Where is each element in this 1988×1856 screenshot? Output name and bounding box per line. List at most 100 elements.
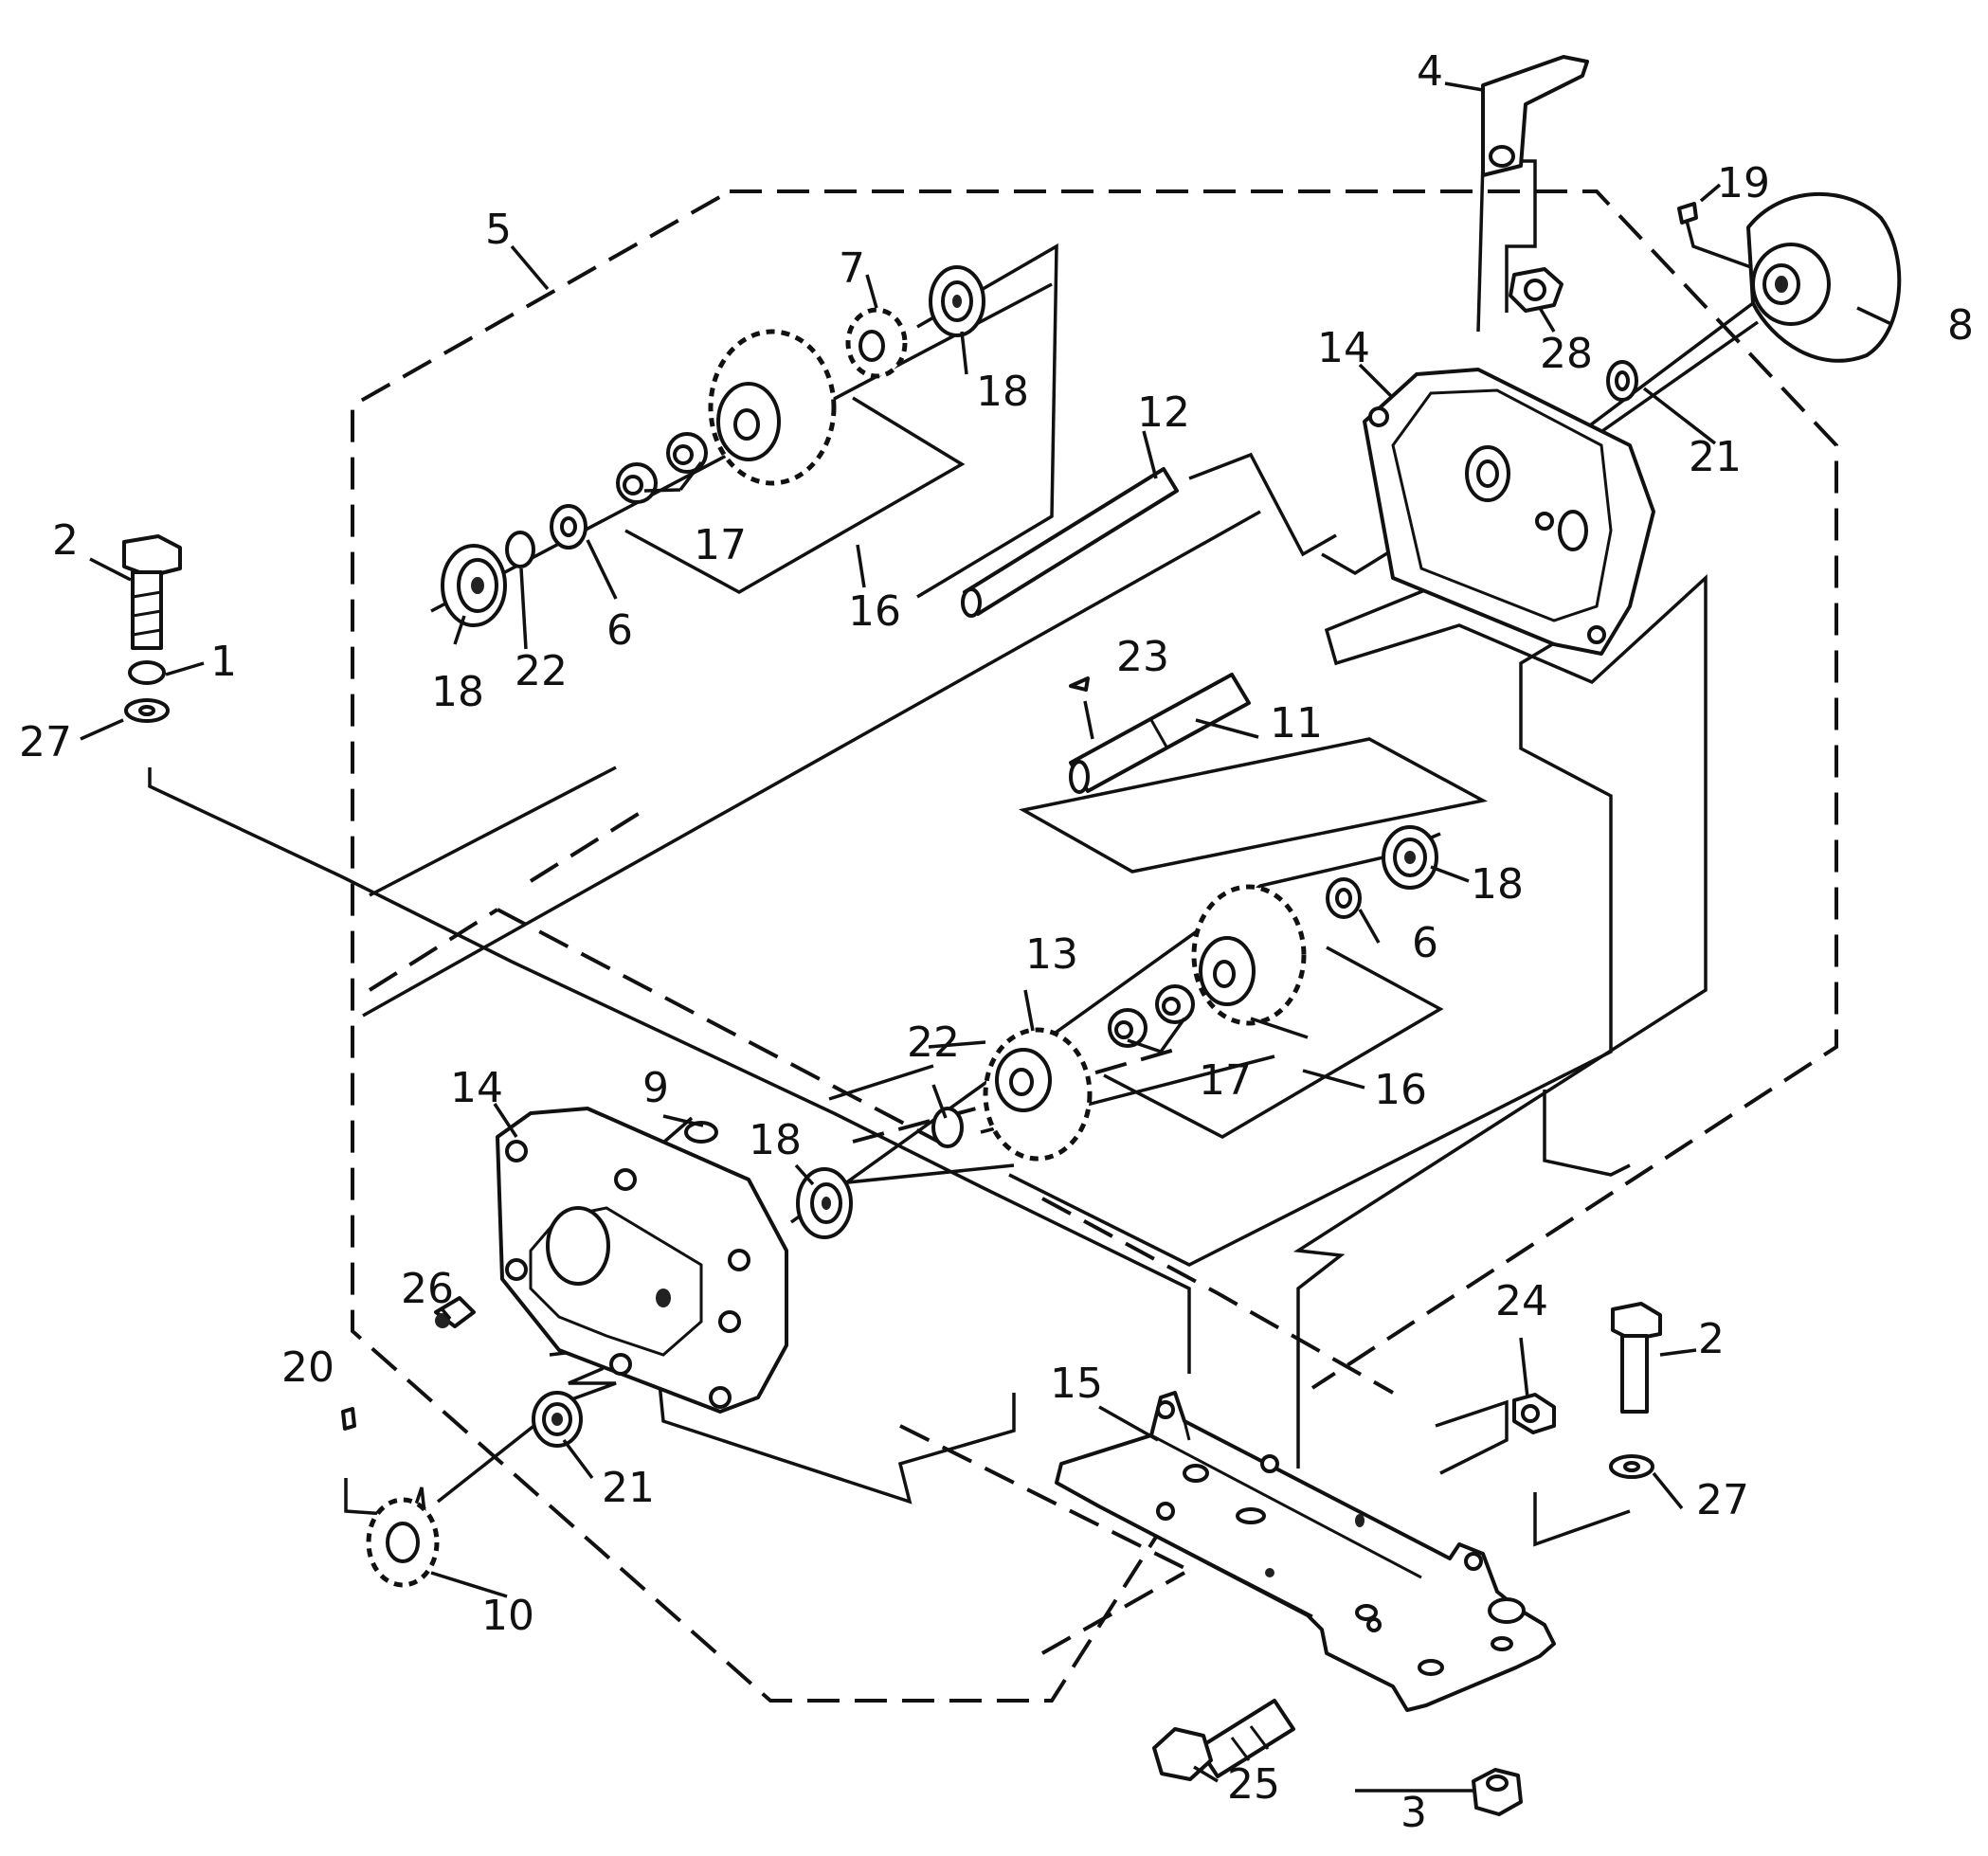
bearing-upper-left (441, 544, 507, 627)
needle-bearing-upper-b (666, 432, 708, 474)
part-number-labels: 1 2 27 4 5 6 6 7 8 9 10 11 12 13 14 14 1… (19, 47, 1974, 1837)
label-24: 24 (1495, 1277, 1548, 1325)
gear-housing-lower (496, 1107, 788, 1414)
key (1069, 676, 1090, 692)
label-26: 26 (401, 1265, 454, 1313)
label-17-lower: 17 (1199, 1056, 1252, 1105)
assembly-boundary-dashed (351, 189, 1838, 1703)
shaft-upper (961, 467, 1179, 618)
key-small (341, 1407, 356, 1431)
hex-nut-base (1472, 1768, 1523, 1816)
label-6-upper: 6 (606, 606, 633, 655)
needle-bearing-lower-b (1108, 1008, 1148, 1048)
label-17-upper: 17 (694, 521, 747, 569)
leader-line (1292, 548, 1708, 1469)
label-3: 3 (1401, 1789, 1427, 1837)
cluster-gear-upper (708, 329, 837, 486)
label-22-upper: 22 (515, 647, 568, 695)
leader-line (1683, 212, 1773, 277)
dashed-alignment-line (497, 908, 1394, 1395)
pinion-gear (845, 307, 908, 379)
leader-line (1008, 633, 1613, 1267)
label-2-right: 2 (1698, 1315, 1725, 1363)
label-25: 25 (1227, 1760, 1280, 1809)
leader-line (828, 1040, 1015, 1186)
label-13: 13 (1025, 930, 1078, 979)
flat-washer-left-hole (138, 705, 155, 716)
leader-line (1435, 1399, 1509, 1475)
leader-line (657, 1373, 1016, 1505)
mounting-base-plate (1055, 1391, 1556, 1712)
label-19: 19 (1717, 159, 1770, 207)
sprocket (366, 1497, 440, 1588)
washer-lower-left (532, 1391, 583, 1448)
label-18-lower-right: 18 (1471, 860, 1524, 909)
label-10: 10 (481, 1592, 534, 1640)
needle-bearing-upper-a (616, 462, 658, 504)
label-8: 8 (1947, 301, 1974, 350)
label-18-lower-left: 18 (749, 1116, 802, 1164)
label-1: 1 (210, 638, 237, 686)
needle-bearing-lower-a (1155, 984, 1195, 1024)
label-21-upper: 21 (1689, 433, 1742, 481)
label-27-left: 27 (19, 718, 72, 766)
label-28: 28 (1540, 330, 1593, 378)
snap-ring-upper (505, 531, 535, 568)
washer-upper-right (1606, 360, 1638, 402)
dashed-alignment-line (368, 808, 646, 992)
thrust-washer-lower (1326, 877, 1362, 919)
bolt-right (1611, 1302, 1662, 1414)
shaft-axis-line (1562, 287, 1774, 447)
label-14-lower: 14 (450, 1064, 503, 1112)
label-16-lower: 16 (1374, 1066, 1427, 1114)
lock-washer (128, 660, 166, 685)
label-12: 12 (1137, 388, 1190, 437)
callout-pointers (80, 81, 1892, 1793)
label-16-upper: 16 (848, 587, 901, 636)
cluster-gear-lower (1191, 884, 1307, 1026)
flange-nut-lower (1512, 1393, 1556, 1434)
label-9: 9 (642, 1064, 669, 1112)
grease-fitting (434, 1296, 476, 1328)
bearing-lower-right (1382, 825, 1438, 890)
thrust-washer-upper (550, 504, 587, 550)
bracket-line-16-lower (1103, 946, 1444, 1139)
leader-line (916, 243, 1058, 599)
leader-line (362, 510, 1261, 1018)
label-22-lower: 22 (907, 1018, 960, 1067)
label-6-lower: 6 (1412, 919, 1438, 967)
flat-washer-right (1609, 1454, 1654, 1479)
flange-nut-upper (1509, 267, 1563, 313)
label-4: 4 (1417, 47, 1443, 96)
leader-line (1476, 159, 1537, 333)
roll-pin (1677, 202, 1698, 225)
label-2-left: 2 (52, 516, 79, 565)
leader-line (148, 767, 1191, 1374)
bolt-left (122, 534, 182, 650)
gear-housing-upper (1363, 368, 1655, 656)
label-15: 15 (1050, 1360, 1103, 1408)
drive-gear (983, 1027, 1093, 1162)
key-leader (1083, 700, 1094, 740)
label-23: 23 (1116, 633, 1169, 681)
label-5: 5 (485, 206, 512, 254)
label-18-upper-right: 18 (976, 368, 1029, 416)
label-18-upper-left: 18 (431, 668, 484, 716)
label-21-lower: 21 (602, 1464, 655, 1512)
label-14-upper: 14 (1317, 324, 1370, 372)
hex-bolt-base (1152, 1699, 1295, 1781)
leader-line (1543, 1090, 1631, 1177)
label-7: 7 (839, 244, 865, 293)
leader-line (1019, 737, 1489, 874)
shaft-lower (1069, 673, 1251, 794)
label-27-right: 27 (1696, 1476, 1749, 1524)
bracket-line-16-upper (624, 396, 966, 595)
bearing-upper-right (929, 265, 985, 337)
leader-line (1533, 1492, 1631, 1547)
bracket-plate (1481, 55, 1589, 177)
bearing-lower-left (796, 1167, 853, 1239)
snap-ring-lower (931, 1107, 964, 1148)
leader-line (369, 766, 617, 897)
vent-plug (684, 1121, 718, 1144)
